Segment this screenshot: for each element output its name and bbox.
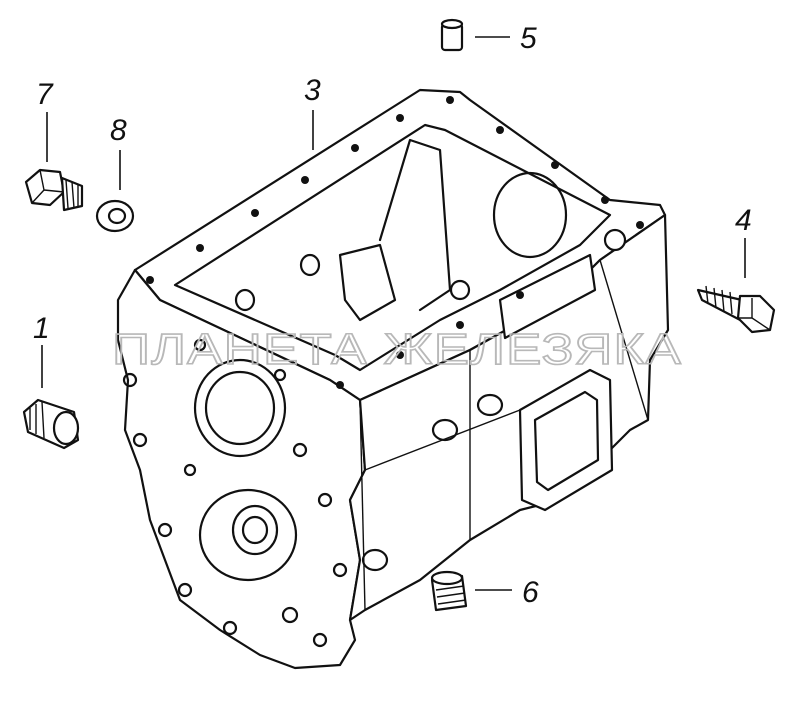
side-cover-plate	[518, 368, 614, 512]
callout-1: 1	[33, 312, 50, 345]
plug-1	[22, 345, 80, 450]
callout-8: 8	[110, 114, 127, 147]
plug-6	[430, 570, 512, 612]
watermark-text: ПЛАНЕТА ЖЕЛЕЗЯКА	[112, 325, 682, 374]
callout-4: 4	[735, 204, 752, 237]
callout-7: 7	[36, 78, 54, 111]
inner-bore	[492, 171, 568, 259]
callout-6: 6	[522, 576, 539, 609]
name-plate	[498, 253, 597, 340]
housing-front-face	[116, 268, 367, 670]
front-bore-upper	[193, 358, 287, 458]
bolt-4	[696, 238, 776, 334]
callout-5: 5	[520, 22, 537, 55]
gearbox-housing	[116, 88, 670, 670]
washer-8	[95, 150, 135, 233]
front-face-holes	[122, 338, 348, 648]
bolt-7	[24, 112, 84, 212]
housing-top-opening	[173, 123, 612, 372]
callout-3: 3	[304, 74, 321, 107]
flange-holes	[146, 96, 644, 389]
dowel-pin-5	[440, 18, 510, 52]
